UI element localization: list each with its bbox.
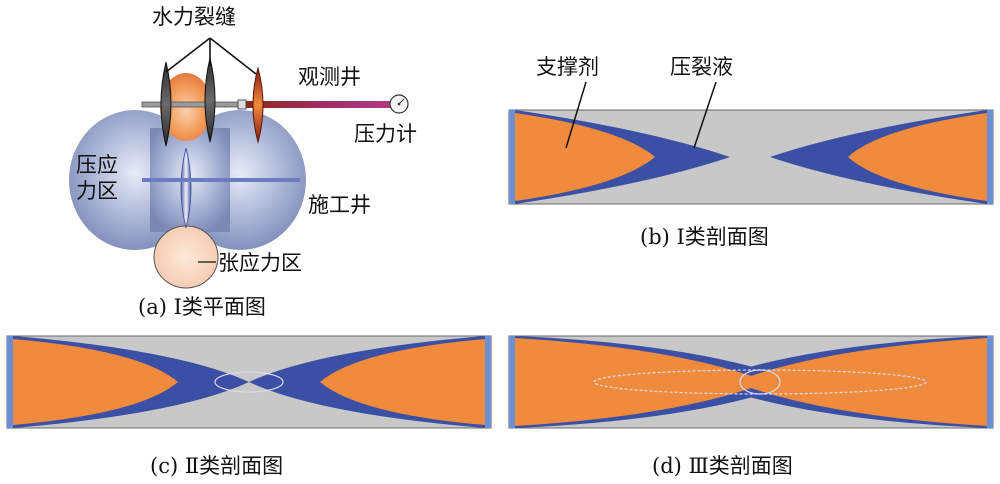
vertical-fracture-lens [180,147,192,229]
label-observation-well: 观测井 [298,65,361,89]
label-pressure-gauge: 压力计 [354,122,417,146]
hydraulic-fracture-2 [204,57,216,143]
panel-d-ellipse-small [739,369,781,395]
panel-c-proppant-left [13,339,178,425]
label-hydraulic-fracture: 水力裂缝 [152,5,236,29]
panel-b-right-proppant [848,113,987,201]
label-tension-zone: 张应力区 [218,251,302,275]
label-proppant: 支撑剂 [536,55,599,79]
observation-well-hot-section [242,101,392,108]
panel-d-right-edge [987,336,993,428]
panel-b-left-proppant [515,113,655,201]
panel-c-proppant-right [320,339,485,425]
panel-c-left-edge [7,336,13,428]
label-frac-fluid: 压裂液 [670,55,733,79]
panel-d-left-edge [509,336,515,428]
observation-well-pipe [141,101,243,108]
panel-a-plan-view: 水力裂缝 观测井 压力计 压应 力区 施工井 张应力区 (a) Ⅰ类平面图 [69,5,417,319]
hydraulic-fracture-1 [160,61,172,147]
hydraulic-fracture-3 [252,66,264,144]
frac-fluid-leader [693,81,717,149]
panel-b-profile: 支撑剂 压裂液 (b) Ⅰ类剖面图 [508,55,994,249]
panel-c-center-ellipse [214,371,284,393]
label-construction-well: 施工井 [308,193,371,217]
proppant-leader [565,81,587,149]
caption-panel-b: (b) Ⅰ类剖面图 [640,225,769,249]
pressure-gauge-icon [389,94,409,114]
panel-b-right-edge [987,110,993,204]
label-compression-zone-1: 压应 [76,153,118,177]
label-compression-zone-2: 力区 [76,179,118,203]
caption-panel-d: (d) Ⅲ类剖面图 [652,454,793,478]
tension-stress-zone [153,225,219,289]
well-joint [237,99,247,110]
panel-b-left-edge [509,110,515,204]
panel-d-profile: (d) Ⅲ类剖面图 [508,335,994,478]
panel-d-proppant-right [734,338,987,426]
panel-c-right-edge [485,336,491,428]
caption-panel-c: (c) Ⅱ类剖面图 [150,454,283,478]
fracture-leader-lines [165,37,257,75]
caption-panel-a: (a) Ⅰ类平面图 [138,295,266,319]
panel-d-proppant-left [515,338,768,426]
panel-c-profile: (c) Ⅱ类剖面图 [6,335,492,478]
